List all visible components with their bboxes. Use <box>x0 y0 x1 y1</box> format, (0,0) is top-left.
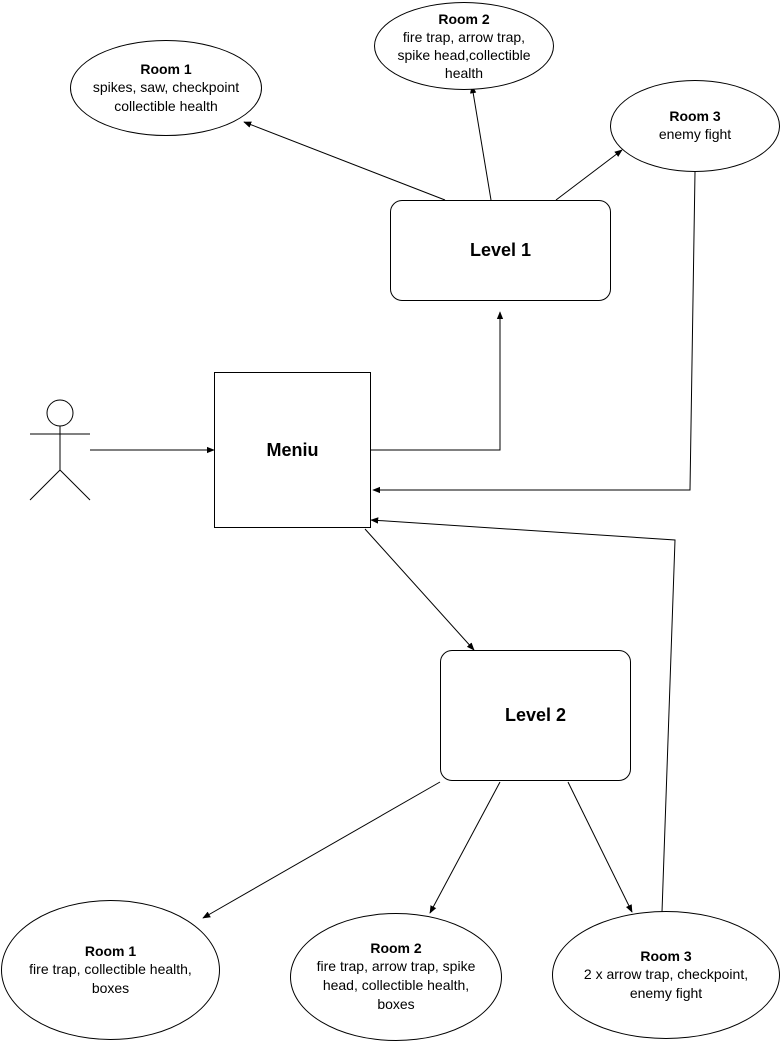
l2-room1-node: Room 1 fire trap, collectible health, bo… <box>1 900 220 1040</box>
l2-room3-text: 2 x arrow trap, checkpoint, enemy fight <box>583 965 749 1001</box>
l1-room2-text: fire trap, arrow trap, spike head,collec… <box>397 28 531 81</box>
arrow-level1-to-room3 <box>555 149 623 201</box>
l2-room1-title: Room 1 <box>84 942 137 959</box>
l2-room3-title: Room 3 <box>640 947 692 964</box>
l1-room3-title: Room 3 <box>669 108 721 124</box>
menu-label: Meniu <box>266 439 319 460</box>
level2-label: Level 2 <box>504 705 567 725</box>
actor-icon <box>29 399 91 501</box>
arrow-level2-to-room3 <box>567 781 633 913</box>
l1-room3-text: enemy fight <box>658 126 732 142</box>
arrow-level2-to-room2 <box>429 781 501 914</box>
arrow-level1-to-room2 <box>470 85 492 201</box>
level1-node: Level 1 <box>390 200 611 301</box>
l1-room2-title: Room 2 <box>438 10 490 27</box>
menu-node: Meniu <box>214 372 371 528</box>
arrow-level2-to-room1 <box>202 781 441 919</box>
arrow-l2-room3-to-menu <box>370 517 676 913</box>
arrow-menu-to-level2 <box>364 528 475 651</box>
level2-node: Level 2 <box>440 650 631 781</box>
l2-room1-text: fire trap, collectible health, boxes <box>29 960 192 996</box>
l1-room2-node: Room 2 fire trap, arrow trap, spike head… <box>374 2 554 90</box>
l1-room1-text: spikes, saw, checkpoint collectible heal… <box>92 78 240 114</box>
arrow-level1-to-room1 <box>243 121 446 201</box>
l1-room1-node: Room 1 spikes, saw, checkpoint collectib… <box>70 40 262 136</box>
l2-room3-node: Room 3 2 x arrow trap, checkpoint, enemy… <box>552 911 780 1039</box>
l2-room2-text: fire trap, arrow trap, spike head, colle… <box>316 958 476 1012</box>
level1-label: Level 1 <box>469 240 532 260</box>
l2-room2-node: Room 2 fire trap, arrow trap, spike head… <box>290 913 502 1041</box>
l2-room2-title: Room 2 <box>370 940 422 956</box>
l1-room1-title: Room 1 <box>140 60 192 77</box>
l1-room3-node: Room 3 enemy fight <box>610 80 780 172</box>
arrow-menu-to-level1 <box>371 311 504 451</box>
arrow-l1-room3-to-menu <box>372 171 696 494</box>
